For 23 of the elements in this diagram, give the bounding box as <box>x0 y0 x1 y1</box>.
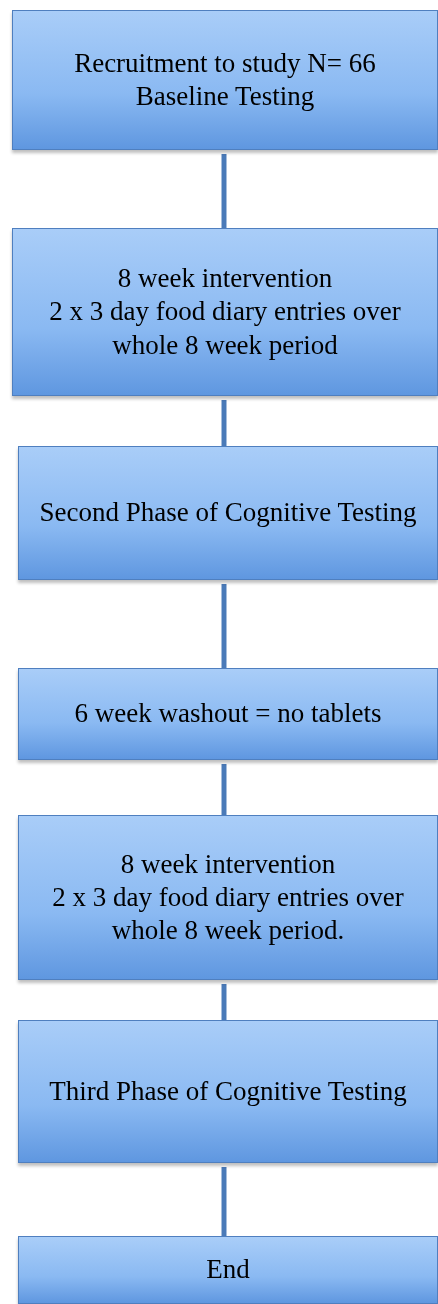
box-text: 2 x 3 day food diary entries over whole 8 week period <box>48 295 402 362</box>
process-box <box>18 1020 438 1163</box>
connector-line <box>221 154 227 228</box>
box-text: Recruitment to study N= 66 <box>74 46 376 80</box>
box-text: Third Phase of Cognitive Testing <box>49 1074 407 1108</box>
connector-line <box>221 764 227 815</box>
box-text: 6 week washout = no tablets <box>74 697 382 731</box>
connector-line <box>221 584 227 668</box>
process-box <box>18 668 438 760</box>
process-box <box>12 10 438 150</box>
process-box <box>18 815 438 980</box>
connector-line <box>221 984 227 1020</box>
process-box <box>18 446 438 580</box>
box-text: Baseline Testing <box>135 80 315 113</box>
box-text: Second Phase of Cognitive Testing <box>39 496 417 530</box>
connector-line <box>221 1167 227 1236</box>
process-box <box>12 228 438 396</box>
connector-line <box>221 400 227 446</box>
box-text: 2 x 3 day food diary entries over whole 8 week period. <box>51 880 405 948</box>
process-box <box>18 1236 438 1304</box>
box-text: End <box>206 1253 250 1287</box>
box-text: 8 week intervention <box>117 262 333 296</box>
box-text: 8 week intervention <box>120 847 336 881</box>
